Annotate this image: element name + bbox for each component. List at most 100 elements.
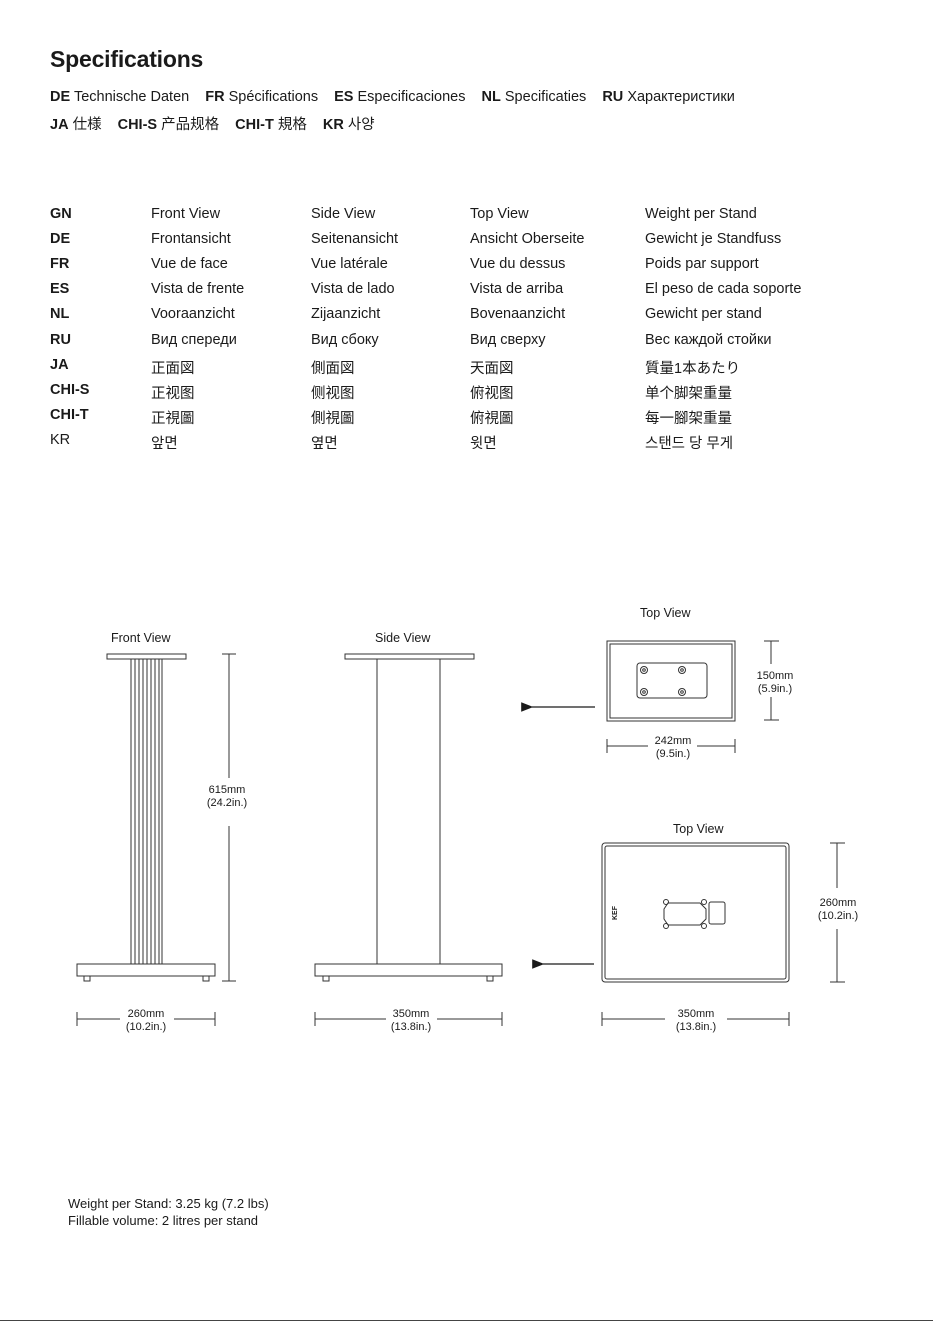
side-view-term: Вид сбоку <box>311 332 379 348</box>
top-plate <box>344 653 475 660</box>
language-code: CHI-T <box>50 407 89 423</box>
weight-term: Вес каждой стойки <box>645 332 772 348</box>
side-view-term: Vue latérale <box>311 256 388 272</box>
weight-term: El peso de cada soporte <box>645 281 802 297</box>
top-view-term: Ansicht Oberseite <box>470 231 585 247</box>
side-view-label: Side View <box>375 631 431 645</box>
language-code: ES <box>50 281 70 297</box>
base-plate <box>314 963 503 977</box>
side-view-term: 側面図 <box>311 361 355 377</box>
language-code: FR <box>50 256 70 272</box>
foot <box>486 975 494 982</box>
side-view-term: 옆면 <box>311 436 338 452</box>
top2-width-dimension <box>601 1012 790 1026</box>
base-plate <box>76 963 216 977</box>
weight-term: 質量1本あたり <box>645 361 741 377</box>
weight-term: Gewicht je Standfuss <box>645 231 782 247</box>
side-view-term: Seitenansicht <box>311 231 399 247</box>
language-entry: NL Specificaties <box>481 89 587 105</box>
language-entry: JA 仕様 <box>50 117 102 133</box>
height-mm: 615mm <box>209 784 246 796</box>
language-entry: DE Technische Daten <box>50 89 190 105</box>
front-view-stand <box>76 653 216 982</box>
top1-width-dimension <box>606 739 736 753</box>
side-width-in: (13.8in.) <box>391 1021 431 1033</box>
top1-depth-mm: 150mm <box>757 670 794 682</box>
top-view-label-1: Top View <box>640 606 691 620</box>
language-entry: KR 사양 <box>322 117 375 133</box>
top-view-term: 俯视图 <box>470 386 514 402</box>
spec-notes: Weight per Stand: 3.25 kg (7.2 lbs) Fill… <box>68 1195 269 1229</box>
language-code: RU <box>50 332 71 348</box>
height-in: (24.2in.) <box>207 797 247 809</box>
top1-width-in: (9.5in.) <box>656 748 690 760</box>
weight-term: 单个脚架重量 <box>645 386 732 402</box>
language-code: GN <box>50 206 72 222</box>
front-view-term: Vue de face <box>151 256 228 272</box>
weight-term: 스탠드 당 무게 <box>645 436 734 452</box>
side-view-term: 側視圖 <box>311 411 355 427</box>
front-view-term: 正視圖 <box>151 411 195 427</box>
side-view-term: Side View <box>311 206 376 222</box>
top2-width-in: (13.8in.) <box>676 1021 716 1033</box>
page-title: Specifications <box>50 46 204 72</box>
top-view-label-2: Top View <box>673 822 724 836</box>
weight-term: Gewicht per stand <box>645 306 762 322</box>
language-code: JA <box>50 357 69 373</box>
front-view-term: Vooraanzicht <box>151 306 235 322</box>
top-view-term: 天面図 <box>470 361 514 377</box>
side-view-term: Zijaanzicht <box>311 306 381 322</box>
top1-width-mm: 242mm <box>655 735 692 747</box>
top-view-term: Vista de arriba <box>470 281 564 297</box>
weight-term: 每一腳架重量 <box>645 411 732 427</box>
top-plate-top-view <box>606 640 736 722</box>
top-view-term: Top View <box>470 206 529 222</box>
top-view-term: Вид сверху <box>470 332 546 348</box>
side-width-dimension <box>314 1012 503 1026</box>
weight-term: Poids par support <box>645 256 759 272</box>
top-view-term: Bovenaanzicht <box>470 306 566 322</box>
side-view-term: Vista de lado <box>311 281 395 297</box>
top1-depth-in: (5.9in.) <box>758 683 792 695</box>
side-view-term: 侧视图 <box>311 386 355 402</box>
foot <box>322 975 330 982</box>
language-line-2: JA 仕様 CHI-S 产品规格 CHI-T 規格 KR 사양 <box>50 113 387 134</box>
volume-note: Fillable volume: 2 litres per stand <box>68 1213 259 1228</box>
front-view-term: Вид спереди <box>151 332 237 348</box>
language-code: NL <box>50 306 70 322</box>
top-view-term: 俯視圖 <box>470 411 514 427</box>
front-view-term: 正面図 <box>151 361 195 377</box>
language-entry: CHI-S 产品规格 <box>117 117 220 133</box>
front-view-label: Front View <box>111 631 171 645</box>
top-view-term: 윗면 <box>470 436 497 452</box>
front-view-term: Front View <box>151 206 221 222</box>
front-view-term: 앞면 <box>151 436 178 452</box>
weight-note: Weight per Stand: 3.25 kg (7.2 lbs) <box>68 1196 269 1211</box>
top2-depth-dimension <box>830 842 845 983</box>
language-entry: FR Spécifications <box>205 89 319 105</box>
language-code: KR <box>50 432 71 448</box>
top-plate <box>106 653 187 660</box>
language-entry: ES Especificaciones <box>334 89 466 105</box>
weight-term: Weight per Stand <box>645 206 757 222</box>
top2-width-mm: 350mm <box>678 1008 715 1020</box>
foot <box>202 975 210 982</box>
foot <box>83 975 91 982</box>
language-entry: CHI-T 規格 <box>235 117 307 133</box>
language-line-1: DE Technische Daten FR Spécifications ES… <box>50 89 747 105</box>
pillar-rods <box>130 659 163 964</box>
front-view-term: Frontansicht <box>151 231 231 247</box>
top1-depth-dimension <box>764 640 779 721</box>
language-code: CHI-S <box>50 382 90 398</box>
kef-logo: KEF <box>612 905 619 920</box>
side-width-mm: 350mm <box>393 1008 430 1020</box>
front-width-mm: 260mm <box>128 1008 165 1020</box>
side-view-stand <box>314 653 503 982</box>
base-top-view <box>601 842 790 983</box>
top2-depth-in: (10.2in.) <box>818 910 858 922</box>
top2-depth-mm: 260mm <box>820 897 857 909</box>
top-view-term: Vue du dessus <box>470 256 566 272</box>
front-width-dimension <box>76 1012 216 1026</box>
bottom-rule <box>0 1320 933 1321</box>
